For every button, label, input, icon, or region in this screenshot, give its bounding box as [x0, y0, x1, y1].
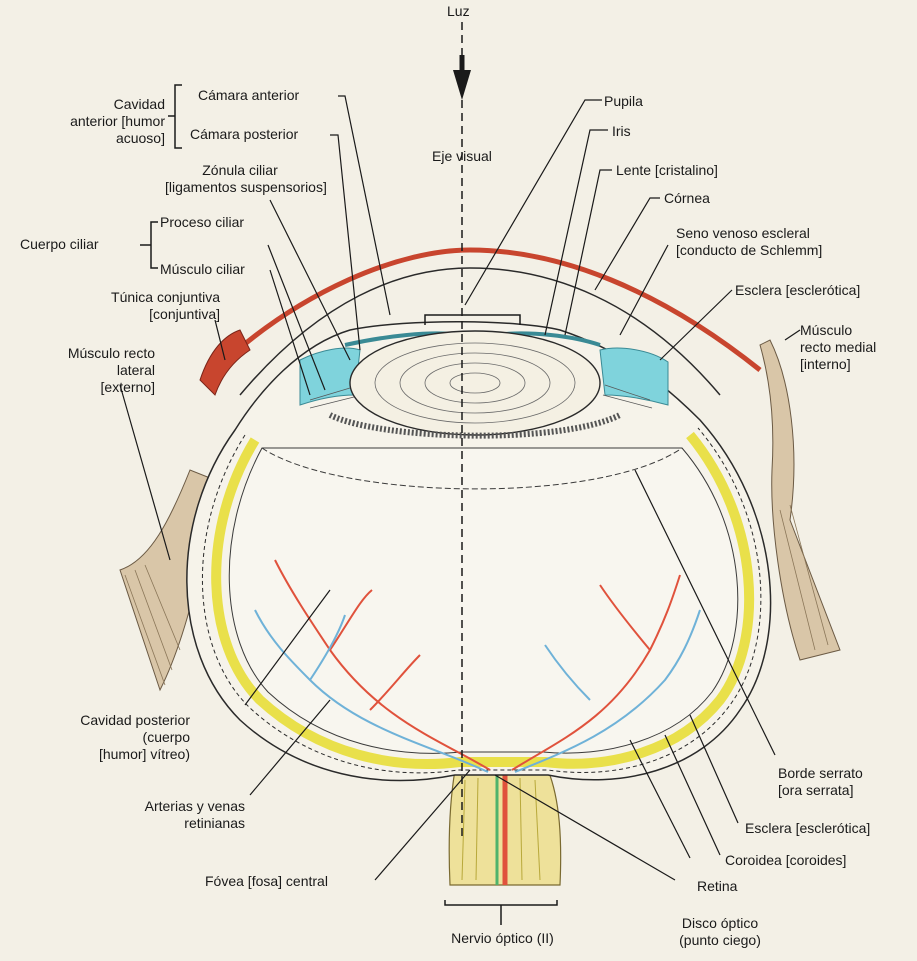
label-zonula-line2: [ligamentos suspensorios]: [165, 179, 315, 196]
label-esclera-bottom: Esclera [esclerótica]: [745, 820, 870, 837]
label-cavidad-posterior: Cavidad posterior (cuerpo [humor] vítreo…: [40, 712, 190, 763]
label-borde-serrato-line1: Borde serrato: [778, 765, 863, 782]
label-recto-lateral-line3: [externo]: [25, 379, 155, 396]
label-arterias-line2: retinianas: [85, 815, 245, 832]
light-arrow: [453, 70, 471, 100]
label-proceso-ciliar: Proceso ciliar: [160, 214, 244, 231]
label-cavidad-anterior-line3: acuoso]: [60, 130, 165, 147]
label-seno-venoso: Seno venoso escleral [conducto de Schlem…: [676, 225, 822, 259]
label-cavidad-posterior-line2: (cuerpo: [40, 729, 190, 746]
label-tunica-conjuntiva: Túnica conjuntiva [conjuntiva]: [90, 289, 220, 323]
label-disco-optico: Disco óptico (punto ciego): [660, 915, 780, 949]
nerve-bracket: [445, 900, 557, 905]
label-seno-venoso-line2: [conducto de Schlemm]: [676, 242, 822, 259]
conjunctiva-lateral-fold: [200, 330, 250, 395]
label-disco-optico-line1: Disco óptico: [660, 915, 780, 932]
label-arterias-line1: Arterias y venas: [85, 798, 245, 815]
label-recto-medial-line1: Músculo: [800, 322, 876, 339]
label-coroidea: Coroidea [coroides]: [725, 852, 846, 869]
vitreous-body: [229, 448, 738, 753]
label-recto-medial: Músculo recto medial [interno]: [800, 322, 876, 373]
label-iris: Iris: [612, 123, 631, 140]
label-cavidad-anterior: Cavidad anterior [humor acuoso]: [60, 96, 165, 147]
lens: [350, 331, 600, 435]
label-retina: Retina: [697, 878, 737, 895]
label-lente: Lente [cristalino]: [616, 162, 718, 179]
label-tunica-conjuntiva-line2: [conjuntiva]: [90, 306, 220, 323]
label-nervio-optico: Nervio óptico (II): [425, 930, 580, 947]
label-tunica-conjuntiva-line1: Túnica conjuntiva: [90, 289, 220, 306]
label-recto-lateral: Músculo recto lateral [externo]: [25, 345, 155, 396]
medial-rectus-muscle: [760, 340, 840, 660]
label-cavidad-posterior-line3: [humor] vítreo): [40, 746, 190, 763]
label-zonula: Zónula ciliar [ligamentos suspensorios]: [165, 162, 315, 196]
cavidad-anterior-bracket: [168, 85, 182, 148]
label-cavidad-posterior-line1: Cavidad posterior: [40, 712, 190, 729]
cuerpo-ciliar-bracket: [140, 222, 158, 268]
label-cornea: Córnea: [664, 190, 710, 207]
label-seno-venoso-line1: Seno venoso escleral: [676, 225, 822, 242]
label-disco-optico-line2: (punto ciego): [660, 932, 780, 949]
label-recto-lateral-line2: lateral: [25, 362, 155, 379]
label-esclera-top: Esclera [esclerótica]: [735, 282, 860, 299]
label-recto-medial-line2: recto medial: [800, 339, 876, 356]
label-arterias: Arterias y venas retinianas: [85, 798, 245, 832]
label-camara-posterior: Cámara posterior: [190, 126, 298, 143]
label-recto-medial-line3: [interno]: [800, 356, 876, 373]
label-musculo-ciliar: Músculo ciliar: [160, 261, 245, 278]
label-borde-serrato-line2: [ora serrata]: [778, 782, 863, 799]
label-eje-visual: Eje visual: [432, 148, 492, 165]
label-luz: Luz: [447, 3, 470, 20]
label-cavidad-anterior-line2: anterior [humor: [60, 113, 165, 130]
label-camara-anterior: Cámara anterior: [198, 87, 299, 104]
label-recto-lateral-line1: Músculo recto: [25, 345, 155, 362]
label-fovea: Fóvea [fosa] central: [205, 873, 328, 890]
label-cavidad-anterior-line1: Cavidad: [60, 96, 165, 113]
label-borde-serrato: Borde serrato [ora serrata]: [778, 765, 863, 799]
label-pupila: Pupila: [604, 93, 643, 110]
label-cuerpo-ciliar: Cuerpo ciliar: [20, 236, 99, 253]
label-zonula-line1: Zónula ciliar: [165, 162, 315, 179]
